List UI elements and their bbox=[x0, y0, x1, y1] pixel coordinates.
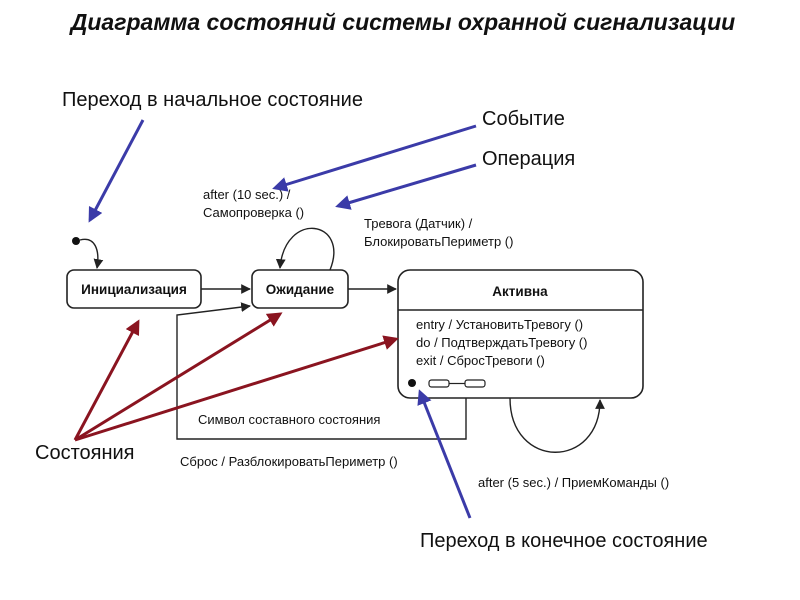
self-wait-op-text: Самопроверка () bbox=[203, 205, 304, 220]
self-active-text: after (5 sec.) / ПриемКоманды () bbox=[478, 475, 669, 490]
self-transition-wait bbox=[275, 227, 335, 271]
callout-arrow-operation bbox=[335, 163, 477, 210]
active-do-action: do / ПодтверждатьТревогу () bbox=[416, 335, 587, 350]
state-active bbox=[397, 269, 644, 399]
final-state-dot bbox=[408, 379, 416, 387]
composite-symbol-text: Символ составного состояния bbox=[198, 412, 380, 427]
callout-arrow-state-active bbox=[74, 335, 399, 442]
initial-state-dot bbox=[72, 237, 80, 245]
callout-arrow-state-wait bbox=[74, 312, 283, 442]
active-exit-action: exit / СбросТревоги () bbox=[416, 353, 545, 368]
reset-transition-text: Сброс / РазблокироватьПериметр () bbox=[180, 454, 398, 469]
state-init-label: Инициализация bbox=[81, 282, 187, 297]
callout-operation: Операция bbox=[482, 148, 575, 170]
initial-transition-line bbox=[79, 238, 104, 269]
callout-final-transition: Переход в конечное состояние bbox=[420, 530, 708, 552]
alarm-event-text: Тревога (Датчик) / bbox=[364, 216, 473, 231]
self-transition-active bbox=[509, 397, 605, 453]
active-entry-action: entry / УстановитьТревогу () bbox=[416, 317, 583, 332]
state-wait-label: Ожидание bbox=[266, 282, 335, 297]
callout-arrow-final bbox=[417, 389, 472, 519]
state-active-label: Активна bbox=[492, 284, 548, 299]
callout-arrow-state-init bbox=[73, 319, 140, 441]
page-title: Диаграмма состояний системы охранной сиг… bbox=[69, 9, 735, 35]
callout-event: Событие bbox=[482, 108, 565, 130]
transition-reset bbox=[176, 302, 467, 440]
callout-arrow-initial bbox=[88, 119, 145, 223]
callout-states: Состояния bbox=[35, 442, 135, 464]
callout-arrow-event bbox=[272, 124, 477, 192]
alarm-op-text: БлокироватьПериметр () bbox=[364, 234, 513, 249]
composite-state-icon bbox=[428, 379, 486, 388]
callout-initial-transition: Переход в начальное состояние bbox=[62, 89, 363, 111]
self-wait-event-text: after (10 sec.) / bbox=[203, 187, 291, 202]
